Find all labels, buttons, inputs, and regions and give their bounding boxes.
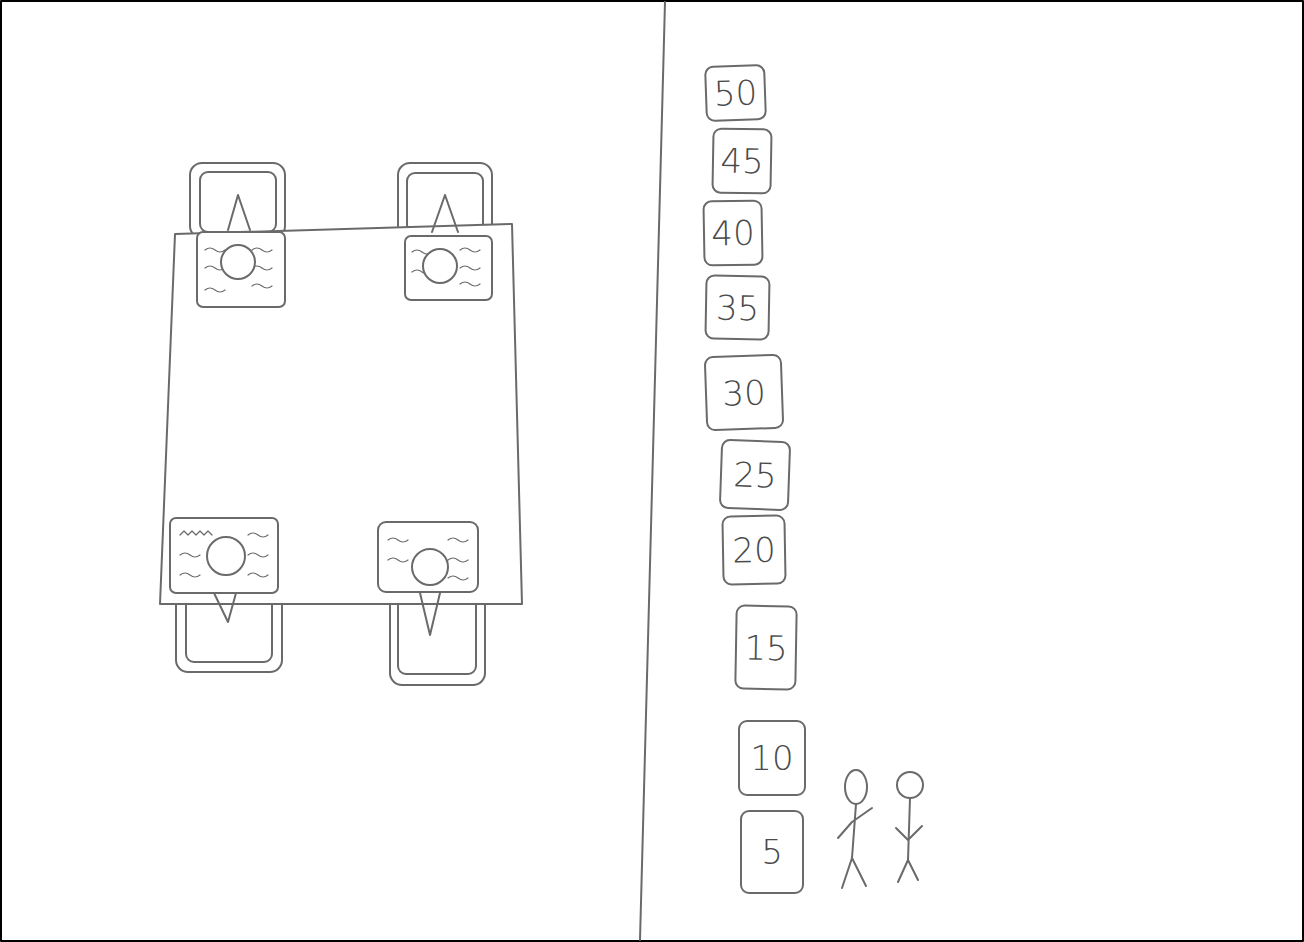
- number-label: 20: [732, 533, 776, 568]
- person: [405, 195, 492, 300]
- stick-figure: [838, 770, 872, 888]
- number-label: 40: [711, 216, 755, 251]
- number-label: 5: [761, 835, 783, 869]
- number-label: 15: [744, 630, 788, 665]
- number-label: 45: [720, 144, 764, 179]
- divider-line: [640, 2, 665, 940]
- number-box: 25: [719, 439, 791, 511]
- number-box: 20: [721, 514, 786, 585]
- number-box: 15: [734, 604, 797, 690]
- number-label: 35: [716, 290, 760, 325]
- number-box: 5: [740, 810, 804, 894]
- number-label: 10: [750, 741, 793, 775]
- number-box: 30: [704, 354, 785, 432]
- person: [197, 195, 285, 307]
- number-label: 30: [722, 375, 766, 410]
- number-box: 50: [704, 64, 767, 122]
- chair: [190, 163, 285, 238]
- number-box: 10: [738, 720, 806, 796]
- number-label: 50: [713, 75, 757, 110]
- number-box: 45: [711, 127, 772, 194]
- person: [378, 522, 478, 635]
- person: [170, 518, 278, 622]
- table: [160, 224, 522, 604]
- stick-figure: [896, 772, 923, 882]
- number-label: 25: [733, 457, 777, 492]
- number-box: 35: [704, 274, 770, 340]
- number-box: 40: [702, 199, 763, 266]
